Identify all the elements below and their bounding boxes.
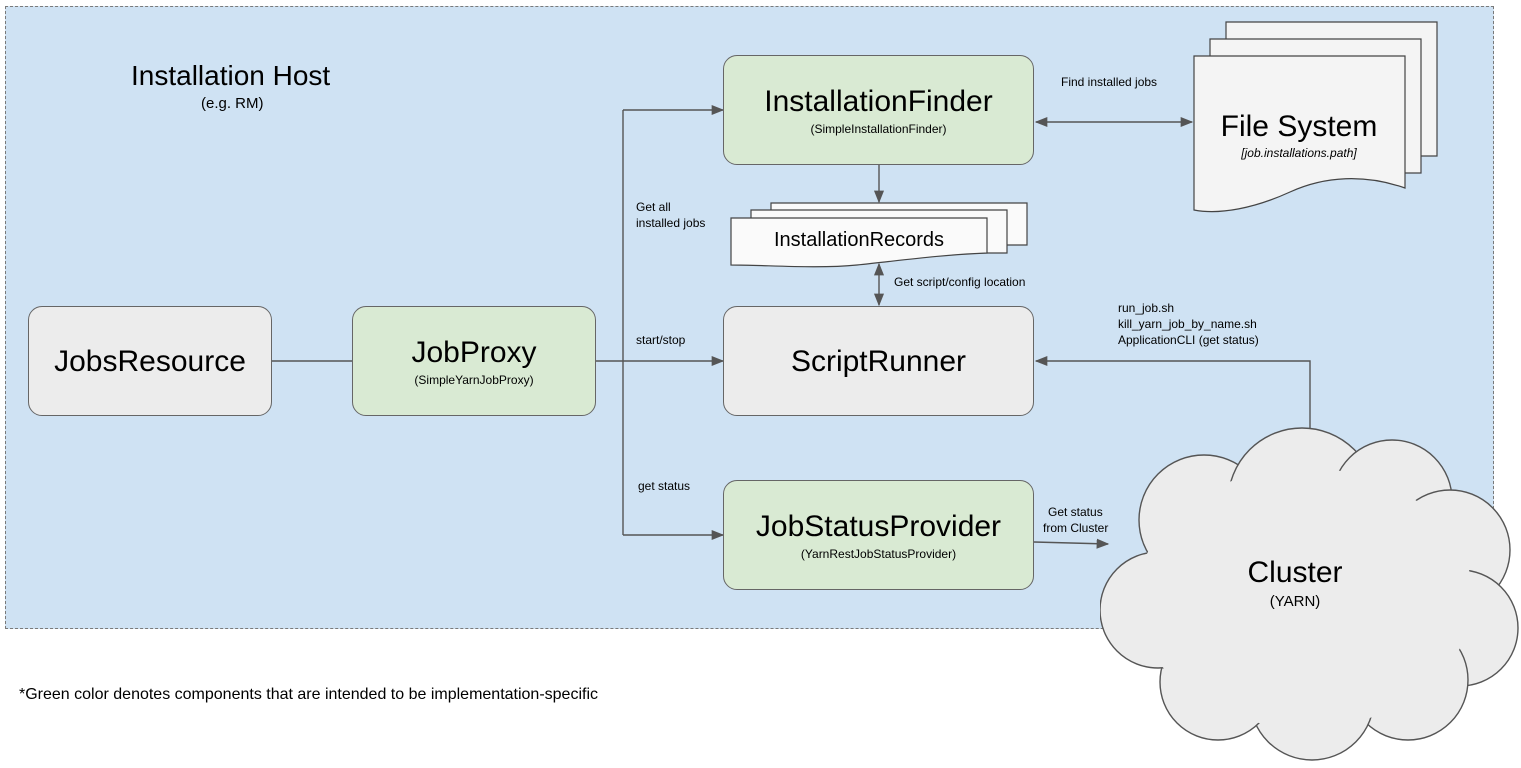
cluster-cloud-shape (1100, 427, 1519, 761)
host-title: Installation Host (131, 60, 331, 91)
job-proxy-title: JobProxy (411, 335, 537, 369)
label-get-script-config: Get script/config location (894, 275, 1026, 289)
installation-records-shape (730, 202, 1028, 268)
job-proxy-node: JobProxy (SimpleYarnJobProxy) (352, 306, 596, 416)
label-start-stop: start/stop (636, 333, 686, 347)
label-application-cli: ApplicationCLI (get status) (1118, 333, 1259, 347)
installation-finder-node: InstallationFinder (SimpleInstallationFi… (723, 55, 1034, 165)
installation-finder-note: (SimpleInstallationFinder) (810, 121, 947, 136)
cluster-title: Cluster (1247, 556, 1343, 589)
label-run-job: run_job.sh (1118, 301, 1175, 315)
cluster-note: (YARN) (1269, 593, 1321, 610)
host-subtitle: (e.g. RM) (201, 95, 264, 112)
file-system-shape (1193, 21, 1438, 213)
footnote: *Green color denotes components that are… (19, 686, 599, 703)
label-get-all-line2: installed jobs (636, 216, 706, 230)
edge-statusprovider-cluster (1033, 538, 1110, 549)
job-proxy-note: (SimpleYarnJobProxy) (414, 372, 534, 387)
installation-finder-title: InstallationFinder (764, 84, 993, 118)
file-system-note: [job.installations.path] (1241, 146, 1357, 160)
label-get-status-cluster-line1: Get status (1048, 505, 1103, 519)
job-status-provider-note: (YarnRestJobStatusProvider) (800, 546, 957, 561)
jobs-resource-title: JobsResource (54, 344, 246, 378)
edge-scriptrunner-cluster (1034, 355, 1316, 444)
script-runner-title: ScriptRunner (790, 344, 967, 378)
label-kill-job: kill_yarn_job_by_name.sh (1118, 317, 1257, 331)
jobs-resource-node: JobsResource (28, 306, 272, 416)
label-get-all-line1: Get all (636, 200, 671, 214)
label-get-status: get status (638, 479, 691, 493)
label-get-status-cluster-line2: from Cluster (1043, 521, 1109, 535)
script-runner-node: ScriptRunner (723, 306, 1034, 416)
installation-records-title: InstallationRecords (773, 229, 945, 251)
job-status-provider-title: JobStatusProvider (755, 509, 1002, 543)
label-find-installed-jobs: Find installed jobs (1061, 75, 1158, 89)
file-system-title: File System (1220, 110, 1378, 143)
job-status-provider-node: JobStatusProvider (YarnRestJobStatusProv… (723, 480, 1034, 590)
